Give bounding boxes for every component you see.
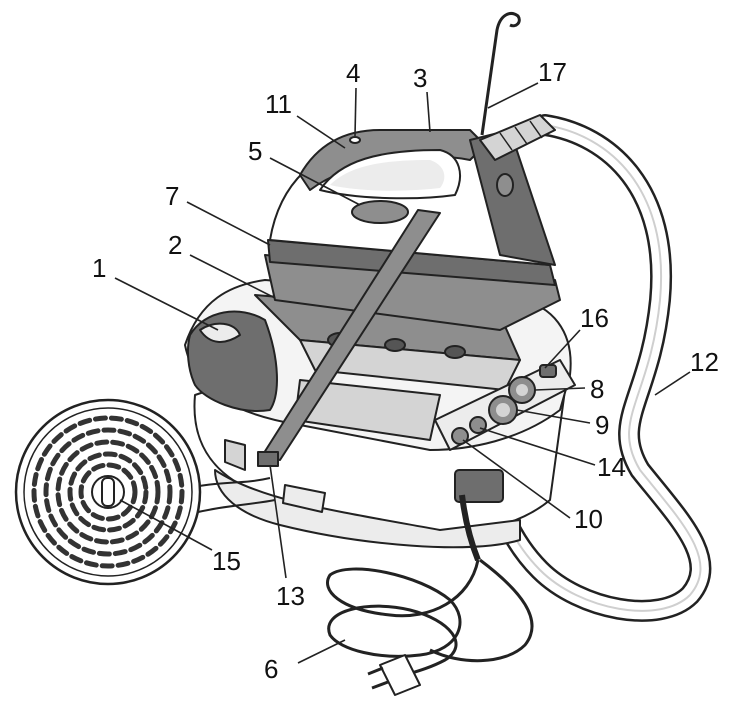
callout-7: 7 [165,181,179,211]
leader-10 [462,439,571,519]
leader-7 [186,201,271,246]
hose-hanger [480,12,521,136]
anti-scale-filter-zoom [14,398,276,586]
indicator-16 [539,364,557,378]
leader-5 [269,157,361,206]
leader-13 [269,464,287,579]
callout-14: 14 [597,452,626,482]
callout-4: 4 [346,58,360,88]
callout-10: 10 [574,504,603,534]
leader-3 [426,91,431,133]
button-14 [469,416,487,434]
callout-6: 6 [264,654,278,684]
callout-17: 17 [538,57,567,87]
leader-8 [534,387,586,391]
power-cord [326,558,534,696]
callout-3: 3 [413,63,427,93]
leader-2 [189,254,276,299]
callout-8: 8 [590,374,604,404]
locking-strap [257,209,441,467]
leader-11 [296,115,346,149]
leader-14 [479,427,596,466]
callout-2: 2 [168,230,182,260]
leader-16 [544,329,581,369]
callout-13: 13 [276,581,305,611]
cord-socket [454,469,504,562]
callout-11: 11 [265,89,292,119]
leader-6 [297,639,346,664]
leader-1 [114,277,219,331]
leader-9 [516,409,591,424]
water-tank [186,310,278,412]
callout-12: 12 [690,347,719,377]
leader-15 [119,499,213,551]
callout-15: 15 [212,546,241,576]
leader-12 [654,371,691,396]
steam-trigger [351,200,409,224]
iron [264,12,561,331]
plug [379,654,421,696]
leader-17 [487,82,539,109]
leader-lines [114,82,691,664]
steam-hose [479,114,712,622]
callout-labels: 1 2 3 4 5 6 7 8 9 10 11 12 13 14 15 16 1… [92,57,719,684]
callout-1: 1 [92,253,106,283]
leader-4 [354,87,357,137]
control-panel [434,359,576,451]
callout-9: 9 [595,410,609,440]
callout-16: 16 [580,303,609,333]
callout-5: 5 [248,136,262,166]
